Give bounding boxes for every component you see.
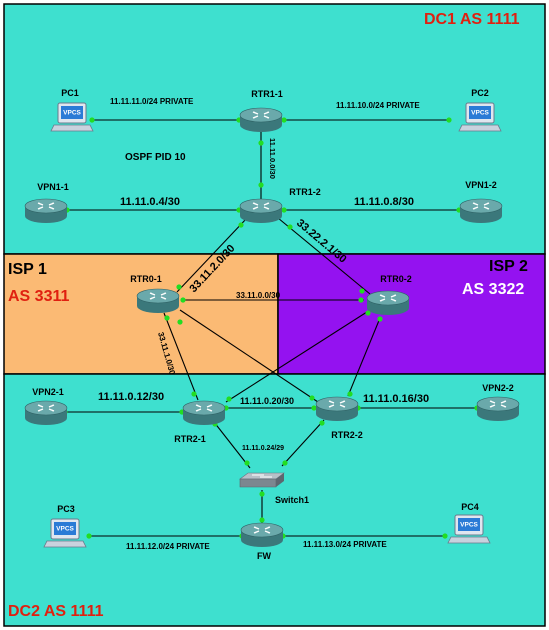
link-rtr2-2-switch [281,419,325,467]
vpn2-1-label: VPN2-1 [32,387,64,397]
pc4-label: PC4 [461,502,479,512]
router-icon [24,198,68,224]
link-label-switch: 11.11.0.24/29 [242,445,284,452]
router-icon [24,400,68,426]
vpn2-1[interactable]: VPN2-1 [24,387,68,426]
rtr0-2-label: RTR0-2 [380,274,412,284]
link-label-rtr1-1-pc2: 11.11.10.0/24 PRIVATE [336,101,420,110]
vpn1-2-label: VPN1-2 [465,180,497,190]
link-label-pc3-fw: 11.11.12.0/24 PRIVATE [126,542,210,551]
pc2-screen-label: VPCS [471,110,489,117]
rtr2-1[interactable]: RTR2-1 [174,400,226,444]
vpn1-1-label: VPN1-1 [37,182,69,192]
router-icon [476,396,520,422]
switch1-label: Switch1 [275,495,309,505]
router-icon [240,522,284,548]
rtr1-1[interactable]: RTR1-1 [239,89,283,133]
router-icon [239,198,283,224]
router-icon [239,107,283,133]
dc2-title: DC2 AS 1111 [8,603,104,620]
pc4[interactable]: VPCS PC4 [447,502,491,544]
pc1[interactable]: VPCS PC1 [50,88,94,132]
rtr2-2-label: RTR2-2 [331,430,363,440]
router-icon [366,290,410,316]
link-rtr0-2-rtr2-1 [225,309,371,403]
link-rtr1-2-rtr0-2 [277,217,371,295]
router-icon [182,400,226,426]
isp1-zone [3,253,279,375]
rtr0-2[interactable]: RTR0-2 [366,274,412,316]
router-icon [136,288,180,314]
fw[interactable]: FW [240,522,284,561]
pc2-label: PC2 [471,88,489,98]
router-icon [315,396,359,422]
link-label-rtr1-1-rtr1-2: 11.11.0.0/30 [268,138,277,179]
rtr2-2[interactable]: RTR2-2 [315,396,363,440]
router-icon [459,198,503,224]
link-rtr2-1-switch [213,421,251,469]
link-label-fw-pc4: 11.11.13.0/24 PRIVATE [303,540,387,549]
rtr1-2[interactable]: RTR1-2 [239,187,321,224]
vpn1-2[interactable]: VPN1-2 [459,180,503,224]
pc2[interactable]: VPCS PC2 [458,88,502,132]
isp1-as: AS 3311 [8,288,69,305]
pc3[interactable]: VPCS PC3 [43,504,87,548]
pc3-screen-label: VPCS [56,526,74,533]
rtr1-1-label: RTR1-1 [251,89,283,99]
link-rtr1-2-rtr0-1 [176,217,248,293]
vpn2-2-label: VPN2-2 [482,383,514,393]
link-rtr0-1-rtr2-2 [179,309,319,403]
link-lines [64,119,478,537]
isp2-zone [277,253,546,375]
link-rtr0-2-rtr2-2 [347,317,381,397]
vpn1-1[interactable]: VPN1-1 [24,182,69,224]
link-label-rtr1-2-vpn1-2: 11.11.0.8/30 [354,196,414,208]
rtr2-1-label: RTR2-1 [174,434,206,444]
link-label-rtr2-1-rtr2-2: 11.11.0.20/30 [240,396,294,406]
link-label-pc1-rtr1-1: 11.11.11.0/24 PRIVATE [110,97,194,106]
fw-label: FW [257,551,271,561]
dc2-zone [3,373,546,627]
rtr0-1-label: RTR0-1 [130,274,162,284]
link-label-rtr0-1-rtr0-2: 33.11.0.0/30 [236,291,281,300]
switch1[interactable]: Switch1 [239,472,309,505]
pc3-label: PC3 [57,504,75,514]
link-rtr0-1-rtr2-1 [163,312,199,401]
isp2-as: AS 3322 [462,281,524,298]
isp2-name: ISP 2 [489,258,528,275]
isp1-name: ISP 1 [8,261,47,278]
pc1-screen-label: VPCS [63,110,81,117]
pc1-label: PC1 [61,88,79,98]
link-label-rtr2-2-vpn2-2: 11.11.0.16/30 [363,393,429,405]
pc4-screen-label: VPCS [460,522,478,529]
vpn2-2[interactable]: VPN2-2 [476,383,520,422]
dc1-title: DC1 AS 1111 [424,11,520,28]
rtr0-1[interactable]: RTR0-1 [130,274,180,314]
rtr1-2-label: RTR1-2 [289,187,321,197]
link-label-vpn2-1-rtr2-1: 11.11.0.12/30 [98,391,164,403]
ospf-label: OSPF PID 10 [125,152,186,163]
switch-icon [239,472,285,488]
link-label-vpn1-1-rtr1-2: 11.11.0.4/30 [120,196,180,208]
